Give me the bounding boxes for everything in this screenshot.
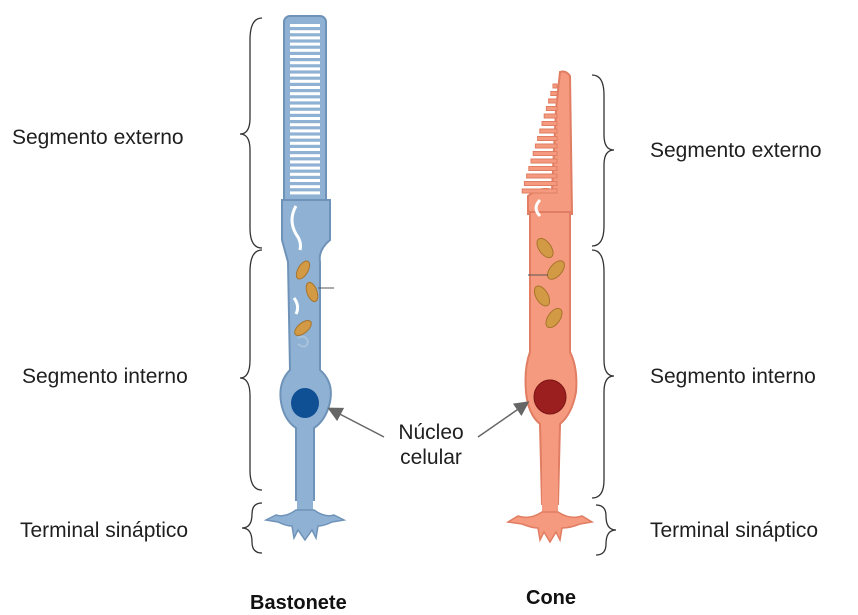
cone-lamella [522, 189, 557, 193]
cone-lamella [538, 137, 557, 141]
rod-disc [290, 36, 320, 39]
cone-lamella [544, 114, 557, 118]
rod-braces [240, 18, 262, 553]
rod-disc [290, 136, 320, 139]
rod-cell [266, 16, 344, 540]
cone-braces [592, 75, 616, 555]
cone-lamella [540, 129, 557, 133]
rod-disc [290, 49, 320, 52]
rod-disc [290, 43, 320, 46]
rod-disc [290, 67, 320, 70]
rod-disc [290, 92, 320, 95]
cone-lamella [529, 167, 557, 171]
cone-lamella [533, 152, 557, 156]
cone-lamella [553, 84, 557, 88]
rod-outer-brace [240, 18, 262, 248]
rod-synaptic-terminal [266, 510, 344, 540]
cone-lamella [549, 99, 557, 103]
rod-disc [290, 160, 320, 163]
cone-outer-brace [592, 75, 614, 246]
rod-disc [290, 111, 320, 114]
nucleus-label-line1: Núcleo [376, 420, 486, 445]
rod-caption: Bastonete [250, 593, 347, 613]
rod-disc [290, 117, 320, 120]
cone-outer-segment [522, 72, 572, 215]
rod-outer-segment-label: Segmento externo [12, 127, 184, 148]
cone-synaptic-terminal [508, 512, 592, 542]
rod-nucleus [291, 388, 319, 418]
rod-axon [297, 426, 313, 514]
cone-lamella [524, 182, 557, 186]
cone-caption: Cone [526, 588, 576, 608]
cone-cell [508, 72, 592, 543]
rod-disc [290, 98, 320, 101]
rod-disc [290, 24, 320, 27]
cone-outer-segment-label: Segmento externo [650, 140, 822, 161]
rod-terminal-brace [242, 503, 262, 553]
rod-disc [290, 61, 320, 64]
cone-lamella [551, 92, 557, 96]
cone-lamella [531, 159, 557, 163]
rod-disc [290, 173, 320, 176]
cone-inner-segment-label: Segmento interno [650, 366, 816, 387]
rod-disc [290, 55, 320, 58]
nucleus-label-line2: celular [376, 445, 486, 470]
rod-disc [290, 86, 320, 89]
cone-inner-brace [592, 250, 614, 498]
rod-disc [290, 30, 320, 33]
rod-disc [290, 123, 320, 126]
cone-lamella [542, 122, 557, 126]
rod-disc [290, 129, 320, 132]
rod-disc [290, 142, 320, 145]
cone-nucleus [534, 380, 566, 414]
cone-terminal-label: Terminal sináptico [650, 520, 818, 541]
cone-lamella [527, 174, 557, 178]
rod-disc [290, 105, 320, 108]
rod-disc [290, 154, 320, 157]
rod-inner-segment-label: Segmento interno [22, 366, 188, 387]
cone-terminal-brace [596, 505, 616, 555]
rod-disc [290, 74, 320, 77]
rod-disc [290, 185, 320, 188]
cone-axon [542, 420, 558, 516]
rod-disc [290, 148, 320, 151]
cone-lamella [546, 107, 557, 111]
rod-disc [290, 167, 320, 170]
cone-lamella [535, 144, 557, 148]
nucleus-label: Núcleo celular [376, 420, 486, 470]
rod-terminal-label: Terminal sináptico [20, 520, 188, 541]
rod-disc [290, 179, 320, 182]
rod-disc [290, 80, 320, 83]
rod-disc [290, 191, 320, 194]
rod-inner-brace [240, 250, 262, 490]
